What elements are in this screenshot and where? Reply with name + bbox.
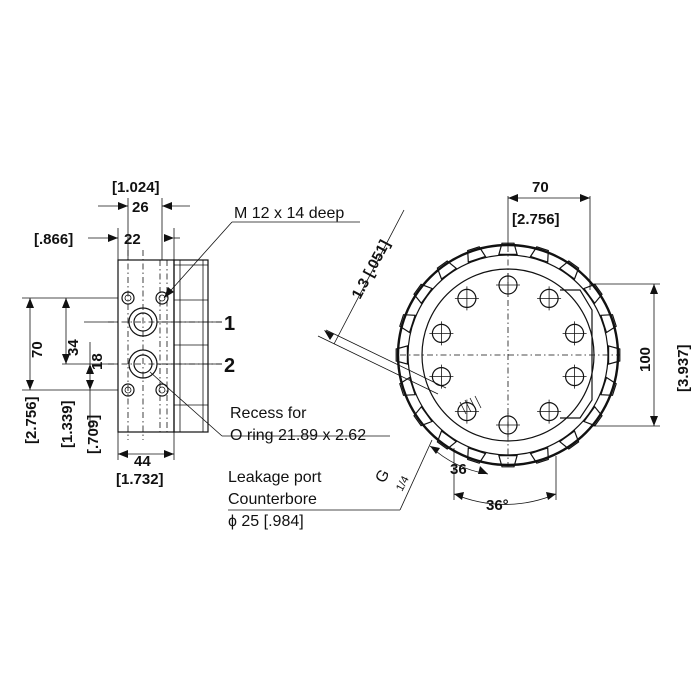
spline-tooth	[436, 260, 458, 280]
leakage-note-line1: Leakage port	[228, 469, 322, 486]
spline-tooth	[399, 314, 416, 334]
dim-diagonal: 1.3 [.051]	[349, 237, 394, 302]
spline-teeth	[395, 242, 621, 468]
spline-tooth	[467, 246, 487, 263]
spline-tooth	[607, 345, 621, 365]
spline-tooth	[529, 246, 549, 263]
dim-height-inch: [2.756]	[23, 396, 40, 444]
thread-g-label: G	[373, 467, 394, 486]
spline-tooth	[600, 314, 617, 334]
side-flange	[173, 259, 209, 433]
bolt-hole	[155, 383, 169, 397]
end-view: 70 [2.756] 100 [3.937] 1.3 [.051] 36 36°	[317, 179, 692, 514]
flat-section	[560, 289, 593, 419]
spline-tooth	[529, 447, 549, 464]
spline-tooth	[600, 376, 617, 396]
angle-large: 36°	[486, 497, 509, 514]
bolt-hole	[121, 383, 135, 397]
dim-mid-mm: 34	[65, 339, 82, 356]
dim-mid-inch: [1.339]	[59, 400, 76, 448]
recess-note-line2: O ring 21.89 x 2.62	[230, 427, 366, 444]
spline-tooth	[395, 345, 408, 365]
spline-tooth	[498, 455, 518, 468]
spline-tooth	[413, 283, 433, 305]
spline-tooth	[558, 430, 580, 450]
leakage-note-line2: Counterbore	[228, 491, 317, 508]
dim-bottom-mm: 44	[134, 453, 151, 470]
dim-low-inch: [.709]	[85, 415, 102, 454]
bolt-hole	[121, 291, 135, 305]
dim-top-mm: 26	[132, 199, 149, 216]
dim-top-inch: [1.024]	[112, 179, 160, 196]
spline-tooth	[498, 242, 518, 255]
recess-note-line1: Recess for	[230, 405, 307, 422]
dim-end-top-inch: [2.756]	[512, 211, 560, 228]
bolt-holes	[429, 273, 587, 437]
thread-note: M 12 x 14 deep	[234, 205, 344, 222]
dim-end-right-mm: 100	[637, 347, 654, 372]
dim-end-right-inch: [3.937]	[675, 344, 692, 392]
side-view: [1.024] 26 [.866] 22 70 [2.756] 34 [1.33…	[22, 179, 433, 530]
side-body	[117, 259, 175, 433]
spline-tooth	[558, 260, 580, 280]
spline-tooth	[399, 376, 416, 396]
spline-tooth	[413, 405, 433, 427]
port-1-label: 1	[224, 313, 235, 335]
angle-small: 36	[450, 461, 467, 478]
spline-tooth	[583, 283, 603, 305]
dim-low-mm: 18	[89, 353, 106, 370]
port-2-label: 2	[224, 355, 235, 377]
dim-width-mm: 22	[124, 231, 141, 248]
spline-tooth	[436, 430, 458, 450]
bolt-hole	[155, 291, 169, 305]
dim-bottom-inch: [1.732]	[116, 471, 164, 488]
dim-end-top-mm: 70	[532, 179, 549, 196]
spline-tooth	[467, 447, 487, 464]
dim-height-mm: 70	[29, 341, 46, 358]
leakage-note-line3: ϕ 25 [.984]	[228, 513, 304, 530]
dim-width-inch: [.866]	[34, 231, 73, 248]
